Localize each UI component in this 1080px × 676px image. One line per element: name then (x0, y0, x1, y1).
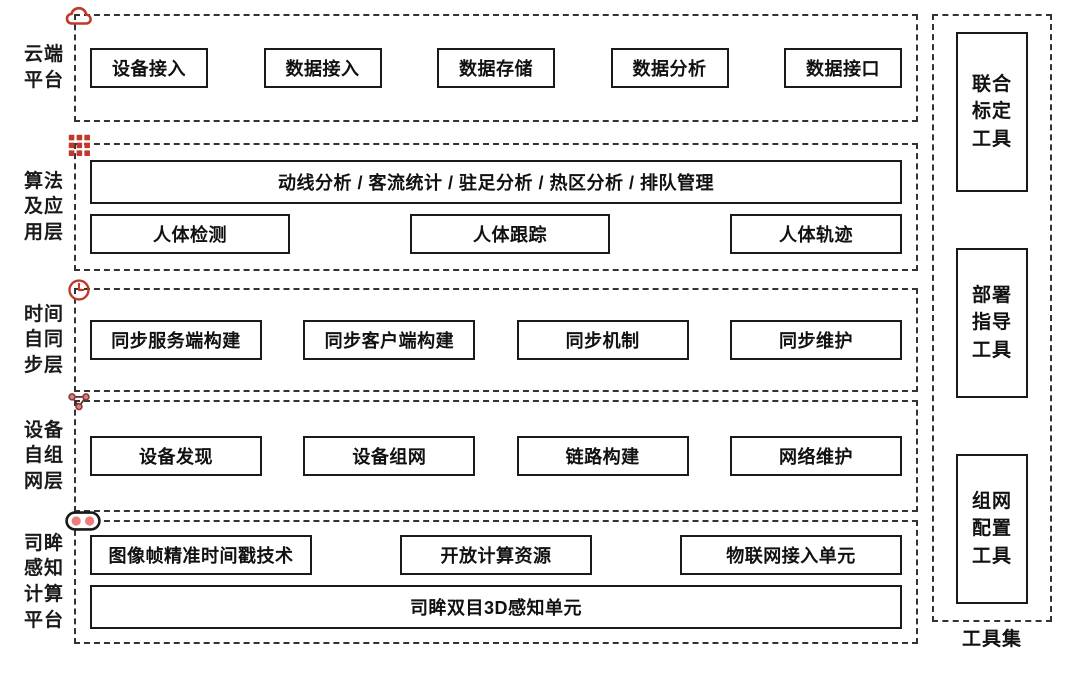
layer-algorithm-application-layer: 算法及应用层动线分析 / 客流统计 / 驻足分析 / 热区分析 / 排队管理人体… (14, 134, 918, 271)
layer-row-group: 设备发现 设备组网链路构建网络维护 (90, 436, 902, 476)
tool-joint-calibration-tool[interactable]: 联合标定工具 (956, 32, 1028, 192)
layer-cell[interactable]: 设备发现 (90, 436, 262, 476)
layer-cell[interactable]: 人体轨迹 (730, 214, 902, 254)
layer-row-group: 动线分析 / 客流统计 / 驻足分析 / 热区分析 / 排队管理 (90, 160, 902, 204)
layer-label-line: 及应 (23, 196, 64, 218)
tool-label-line: 部署 (971, 284, 1012, 306)
layer-cell[interactable]: 同步维护 (729, 320, 902, 360)
layer-label-line: 算法 (23, 170, 64, 192)
layer-row-group: 图像帧精准时间戳技术 开放计算资源 物联网接入单元 (90, 535, 902, 575)
layer-label-line: 平台 (23, 70, 64, 91)
layer-cell[interactable]: 网络维护 (729, 436, 902, 476)
layer-cell[interactable]: 物联网接入单元 (680, 535, 902, 575)
tools-caption: 工具集 (961, 629, 1022, 650)
layer-cell[interactable]: 链路构建 (516, 436, 689, 476)
layer-panel-perception-computing-platform: 图像帧精准时间戳技术 开放计算资源 物联网接入单元司眸双目3D感知单元 (65, 511, 918, 644)
layer-row-group: 同步服务端构建 同步客户端构建同步机制同步维护 (90, 320, 902, 360)
layer-label-line: 云端 (23, 44, 64, 66)
layer-cell[interactable]: 数据接口 (784, 48, 902, 88)
tool-label-line: 联合 (971, 73, 1012, 95)
layer-time-self-sync-layer: 时间自同步层同步服务端构建同步客户端构建同步机制同步维护 (14, 279, 918, 392)
tool-label-line: 配置 (971, 518, 1012, 540)
layer-cell[interactable]: 动线分析 / 客流统计 / 驻足分析 / 热区分析 / 排队管理 (90, 160, 902, 204)
layer-cell[interactable]: 数据存储 (437, 48, 555, 88)
layer-label-line: 司眸 (23, 532, 64, 554)
layer-label-line: 感知 (23, 558, 64, 580)
binocular-icon (65, 511, 101, 531)
layer-cell[interactable]: 设备接入 (90, 48, 208, 88)
tool-label-line: 组网 (971, 490, 1012, 512)
layer-label-line: 自同 (23, 329, 64, 351)
network-nodes-icon (65, 389, 93, 415)
layer-cell[interactable]: 数据接入 (263, 48, 382, 88)
layer-label-cloud-platform: 云端平台 (14, 14, 74, 122)
layer-cell[interactable]: 同步机制 (516, 320, 689, 360)
layer-cell[interactable]: 开放计算资源 (400, 535, 592, 575)
layer-panel-time-self-sync-layer: 同步服务端构建 同步客户端构建同步机制同步维护 (68, 279, 918, 392)
tool-label-line: 工具 (971, 128, 1012, 150)
layer-cell[interactable]: 数据分析 (610, 48, 729, 88)
layer-panel-device-self-organizing-network-layer: 设备发现 设备组网链路构建网络维护 (68, 393, 918, 512)
layer-label-time-self-sync-layer: 时间自同步层 (14, 288, 74, 392)
layer-label-line: 用层 (23, 221, 64, 243)
tool-label-line: 工具 (971, 545, 1012, 567)
tool-network-config-tool[interactable]: 组网配置工具 (956, 454, 1028, 604)
layer-row-group: 司眸双目3D感知单元 (90, 585, 902, 629)
clock-icon (65, 277, 93, 303)
layer-label-perception-computing-platform: 司眸感知计算平台 (14, 520, 74, 644)
tool-deployment-guidance-tool[interactable]: 部署指导工具 (956, 248, 1028, 398)
layer-panel-cloud-platform: 设备接入 数据接入 数据存储 数据分析 数据接口 (65, 6, 918, 122)
tool-label-line: 标定 (971, 101, 1012, 123)
layer-label-algorithm-application-layer: 算法及应用层 (14, 143, 74, 271)
layer-row-group: 人体检测 人体跟踪 人体轨迹 (90, 214, 902, 254)
layer-label-line: 步层 (23, 354, 64, 376)
layer-label-device-self-organizing-network-layer: 设备自组网层 (14, 400, 74, 512)
layer-row-group: 设备接入 数据接入 数据存储 数据分析 数据接口 (90, 48, 902, 88)
cloud-icon (65, 3, 93, 29)
tool-label-line: 工具 (971, 339, 1012, 361)
grid-dots-icon (65, 132, 93, 158)
layer-label-line: 网层 (23, 470, 64, 492)
layer-label-line: 平台 (23, 609, 64, 631)
layer-label-line: 自组 (23, 445, 64, 467)
tools-panel: 联合标定工具部署指导工具组网配置工具 (932, 14, 1052, 622)
layer-cell[interactable]: 图像帧精准时间戳技术 (90, 535, 312, 575)
tool-label-line: 指导 (971, 312, 1012, 334)
layer-device-self-organizing-network-layer: 设备自组网层设备发现设备组网链路构建网络维护 (14, 393, 918, 512)
layer-label-line: 计算 (23, 584, 64, 605)
layer-cell[interactable]: 司眸双目3D感知单元 (90, 585, 902, 629)
layer-cell[interactable]: 人体检测 (90, 214, 290, 254)
layer-cell[interactable]: 人体跟踪 (410, 214, 610, 254)
layer-cloud-platform: 云端平台设备接入数据接入数据存储数据分析数据接口 (14, 6, 918, 122)
layer-cell[interactable]: 同步服务端构建 (90, 320, 262, 360)
layer-label-line: 时间 (23, 303, 64, 325)
layer-label-line: 设备 (23, 419, 64, 441)
layer-panel-algorithm-application-layer: 动线分析 / 客流统计 / 驻足分析 / 热区分析 / 排队管理人体检测 人体跟踪… (68, 134, 918, 271)
layer-cell[interactable]: 设备组网 (303, 436, 476, 476)
layer-cell[interactable]: 同步客户端构建 (303, 320, 476, 360)
layer-perception-computing-platform: 司眸感知计算平台图像帧精准时间戳技术开放计算资源物联网接入单元司眸双目3D感知单… (14, 511, 918, 644)
